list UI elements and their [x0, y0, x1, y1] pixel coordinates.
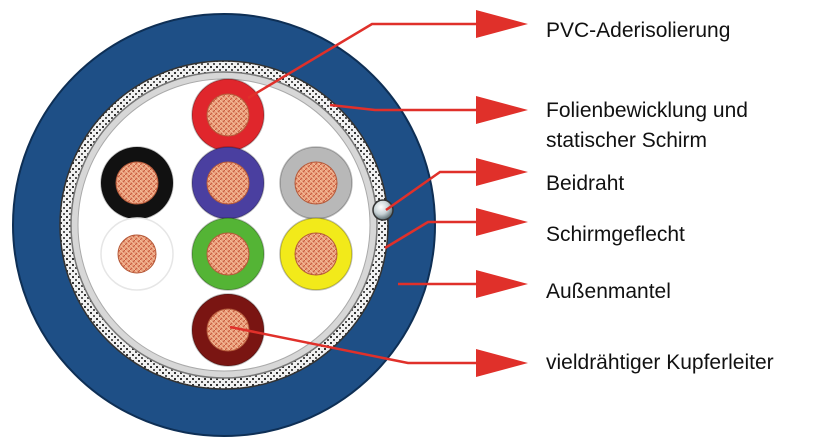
label-drain-wire: Beidraht: [546, 172, 625, 195]
drain-wire: [372, 199, 394, 221]
core-white-copper-conductor: [117, 234, 157, 274]
arrow-pvc: [476, 10, 528, 38]
core-yellow-copper-conductor: [294, 232, 338, 276]
leader-foil: [329, 103, 480, 112]
arrow-braid: [476, 208, 528, 236]
label-foil-line2: statischer Schirm: [546, 129, 708, 152]
arrow-foil: [476, 96, 528, 124]
leader-conductor: [229, 325, 480, 365]
core-red-copper-conductor: [206, 93, 250, 137]
arrow-jacket: [476, 270, 528, 298]
core-grey-copper-conductor: [294, 161, 338, 205]
core-violet-copper-conductor: [206, 161, 250, 205]
core-black-copper-conductor: [115, 161, 159, 205]
leader-lines: [229, 22, 480, 365]
arrow-drain: [476, 158, 528, 186]
arrowheads: [476, 10, 528, 377]
label-outer-jacket: Außenmantel: [546, 280, 671, 303]
label-conductor: vieldrähtiger Kupferleiter: [546, 351, 774, 374]
label-pvc-insulation: PVC-Aderisolierung: [546, 19, 731, 42]
arrow-conductor: [476, 349, 528, 377]
cores-group: [100, 78, 353, 367]
label-braid-shield: Schirmgeflecht: [546, 223, 685, 246]
leader-drain: [385, 170, 480, 212]
label-foil-line1: Folienbewicklung und: [546, 99, 748, 122]
core-green-copper-conductor: [206, 232, 250, 276]
leader-braid: [384, 220, 480, 250]
leader-pvc: [247, 22, 480, 100]
